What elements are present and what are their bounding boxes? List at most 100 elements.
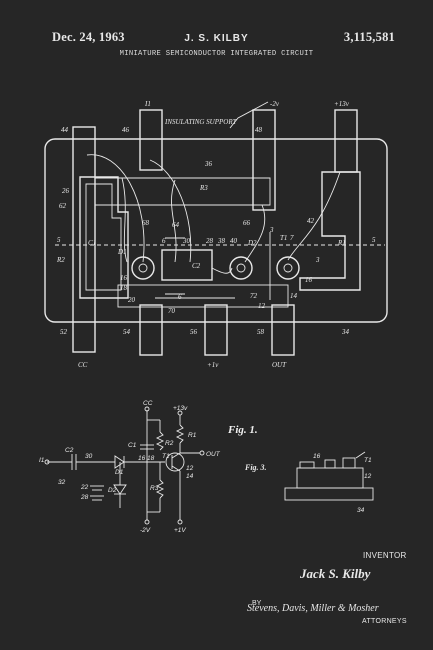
fig1-layout: [44, 101, 388, 356]
ref-58: 58: [257, 328, 265, 336]
ref-72: 72: [250, 292, 258, 300]
pos1v-terminal: [177, 519, 183, 525]
sch-r2: R2: [165, 440, 174, 447]
fig1-caption: Fig. 1.: [227, 424, 258, 436]
sch-out: OUT: [206, 451, 221, 458]
ref-30: 30: [182, 237, 191, 245]
ref-52: 52: [60, 328, 68, 336]
sch-d2: D2: [108, 487, 117, 494]
section-3-right: 3: [315, 256, 320, 264]
fig3-ref-16: 16: [313, 453, 321, 460]
ref-66: 66: [243, 219, 251, 227]
ref-14: 14: [290, 292, 298, 300]
sch-c2: C2: [65, 447, 74, 454]
ref-28: 28: [206, 237, 214, 245]
neg2v-terminal: [144, 519, 150, 525]
ref-20: 20: [128, 296, 136, 304]
lead-58: [271, 304, 295, 356]
wire-bond-6: [287, 171, 341, 261]
terminal-neg2v: -2v: [270, 100, 280, 108]
ref-70: 70: [168, 307, 176, 315]
lead-48: [252, 109, 276, 211]
lead-44: [72, 126, 96, 353]
resistor-r3-strip: [95, 177, 271, 206]
label-t1: T1: [280, 234, 287, 242]
diode-d1: [114, 455, 125, 469]
ref-46: 46: [122, 126, 130, 134]
wire-bond-5: [244, 204, 266, 263]
ref-48: 48: [255, 126, 263, 134]
lead-56: [204, 304, 228, 356]
fig3-ref-t1: T1: [364, 457, 372, 464]
fig3-ref-34: 34: [357, 507, 365, 514]
contact-t1: [276, 256, 300, 280]
fig3-cross-section: T1 12 34 16: [284, 451, 374, 514]
ref-26: 26: [62, 187, 70, 195]
inventor-name: Jack S. Kilby: [300, 566, 371, 581]
wire-bond-2: [149, 159, 192, 263]
ref-36: 36: [204, 160, 213, 168]
t1-emitter: [171, 465, 181, 472]
sch-16: 16: [138, 455, 146, 462]
contact-40-inner: [236, 263, 246, 273]
ref-7: 7: [290, 234, 294, 242]
ref-16b: 16: [305, 276, 313, 284]
label-r3: R3: [199, 184, 208, 192]
sch-i1: I1: [39, 457, 45, 464]
sch-neg2v: -2V: [140, 527, 151, 534]
attorneys-signature: Stevens, Davis, Miller & Mosher: [247, 603, 379, 614]
sch-d1: D1: [115, 469, 124, 476]
out-terminal: [199, 450, 205, 456]
by-label: BY: [252, 600, 262, 607]
ref-38: 38: [217, 237, 226, 245]
ref-44: 44: [61, 126, 69, 134]
ref-16a: 16: [120, 274, 128, 282]
terminal-pos1v: +1v: [207, 361, 219, 369]
attorneys-label: ATTORNEYS: [362, 618, 407, 625]
sch-r3: R3: [150, 485, 159, 492]
section-6-bottom-label: 6: [178, 293, 182, 301]
ref-12: 12: [258, 302, 266, 310]
capacitor-c2-region: [161, 249, 213, 281]
cc-terminal: [144, 406, 150, 412]
t1-collector: [171, 452, 181, 459]
sch-32: 32: [58, 479, 66, 486]
section-3-top: 3: [269, 226, 274, 234]
sch-pos13v: +13v: [173, 405, 188, 412]
ref-40: 40: [230, 237, 238, 245]
junction-region: [117, 284, 289, 308]
sch-12: 12: [186, 465, 194, 472]
section-5-left: 5: [57, 236, 61, 244]
label-d2: D2: [247, 239, 257, 247]
ref-42: 42: [307, 217, 315, 225]
fig3-contact-a: [299, 461, 315, 469]
ref-56: 56: [190, 328, 198, 336]
insulating-leader: [229, 101, 269, 129]
ref-18: 18: [120, 284, 128, 292]
contact-16a-inner: [138, 263, 148, 273]
schematic-labels: CC +13v R1 C1 R2 T1 OUT I1 C2 D1 D2 R3 -…: [39, 400, 221, 534]
fig1-labels: 44 46 I1 INSULATING SUPPORT -2v +13v 48 …: [56, 100, 376, 369]
terminal-i1: I1: [144, 100, 151, 108]
terminal-cc: CC: [78, 361, 88, 369]
wire-bond-7: [211, 267, 233, 274]
sch-28: 28: [80, 494, 89, 501]
section-6-top-label: 6: [162, 237, 166, 245]
label-c2: C2: [192, 262, 201, 270]
patent-date: Dec. 24, 1963: [52, 30, 125, 44]
lead-pos13v: [334, 109, 358, 173]
resistor-r3: [155, 479, 165, 499]
section-5-right: 5: [372, 236, 376, 244]
lead-46: [139, 109, 163, 171]
contact-40: [229, 256, 253, 280]
label-r1: R1: [337, 239, 346, 247]
patent-number: 3,115,581: [343, 30, 395, 44]
ref-68: 68: [142, 219, 150, 227]
sch-14: 14: [186, 473, 194, 480]
fig3-contact-b: [324, 459, 336, 469]
label-d1: D1: [117, 248, 127, 256]
contact-t1-inner: [283, 263, 293, 273]
wire-bond-4: [171, 179, 177, 263]
